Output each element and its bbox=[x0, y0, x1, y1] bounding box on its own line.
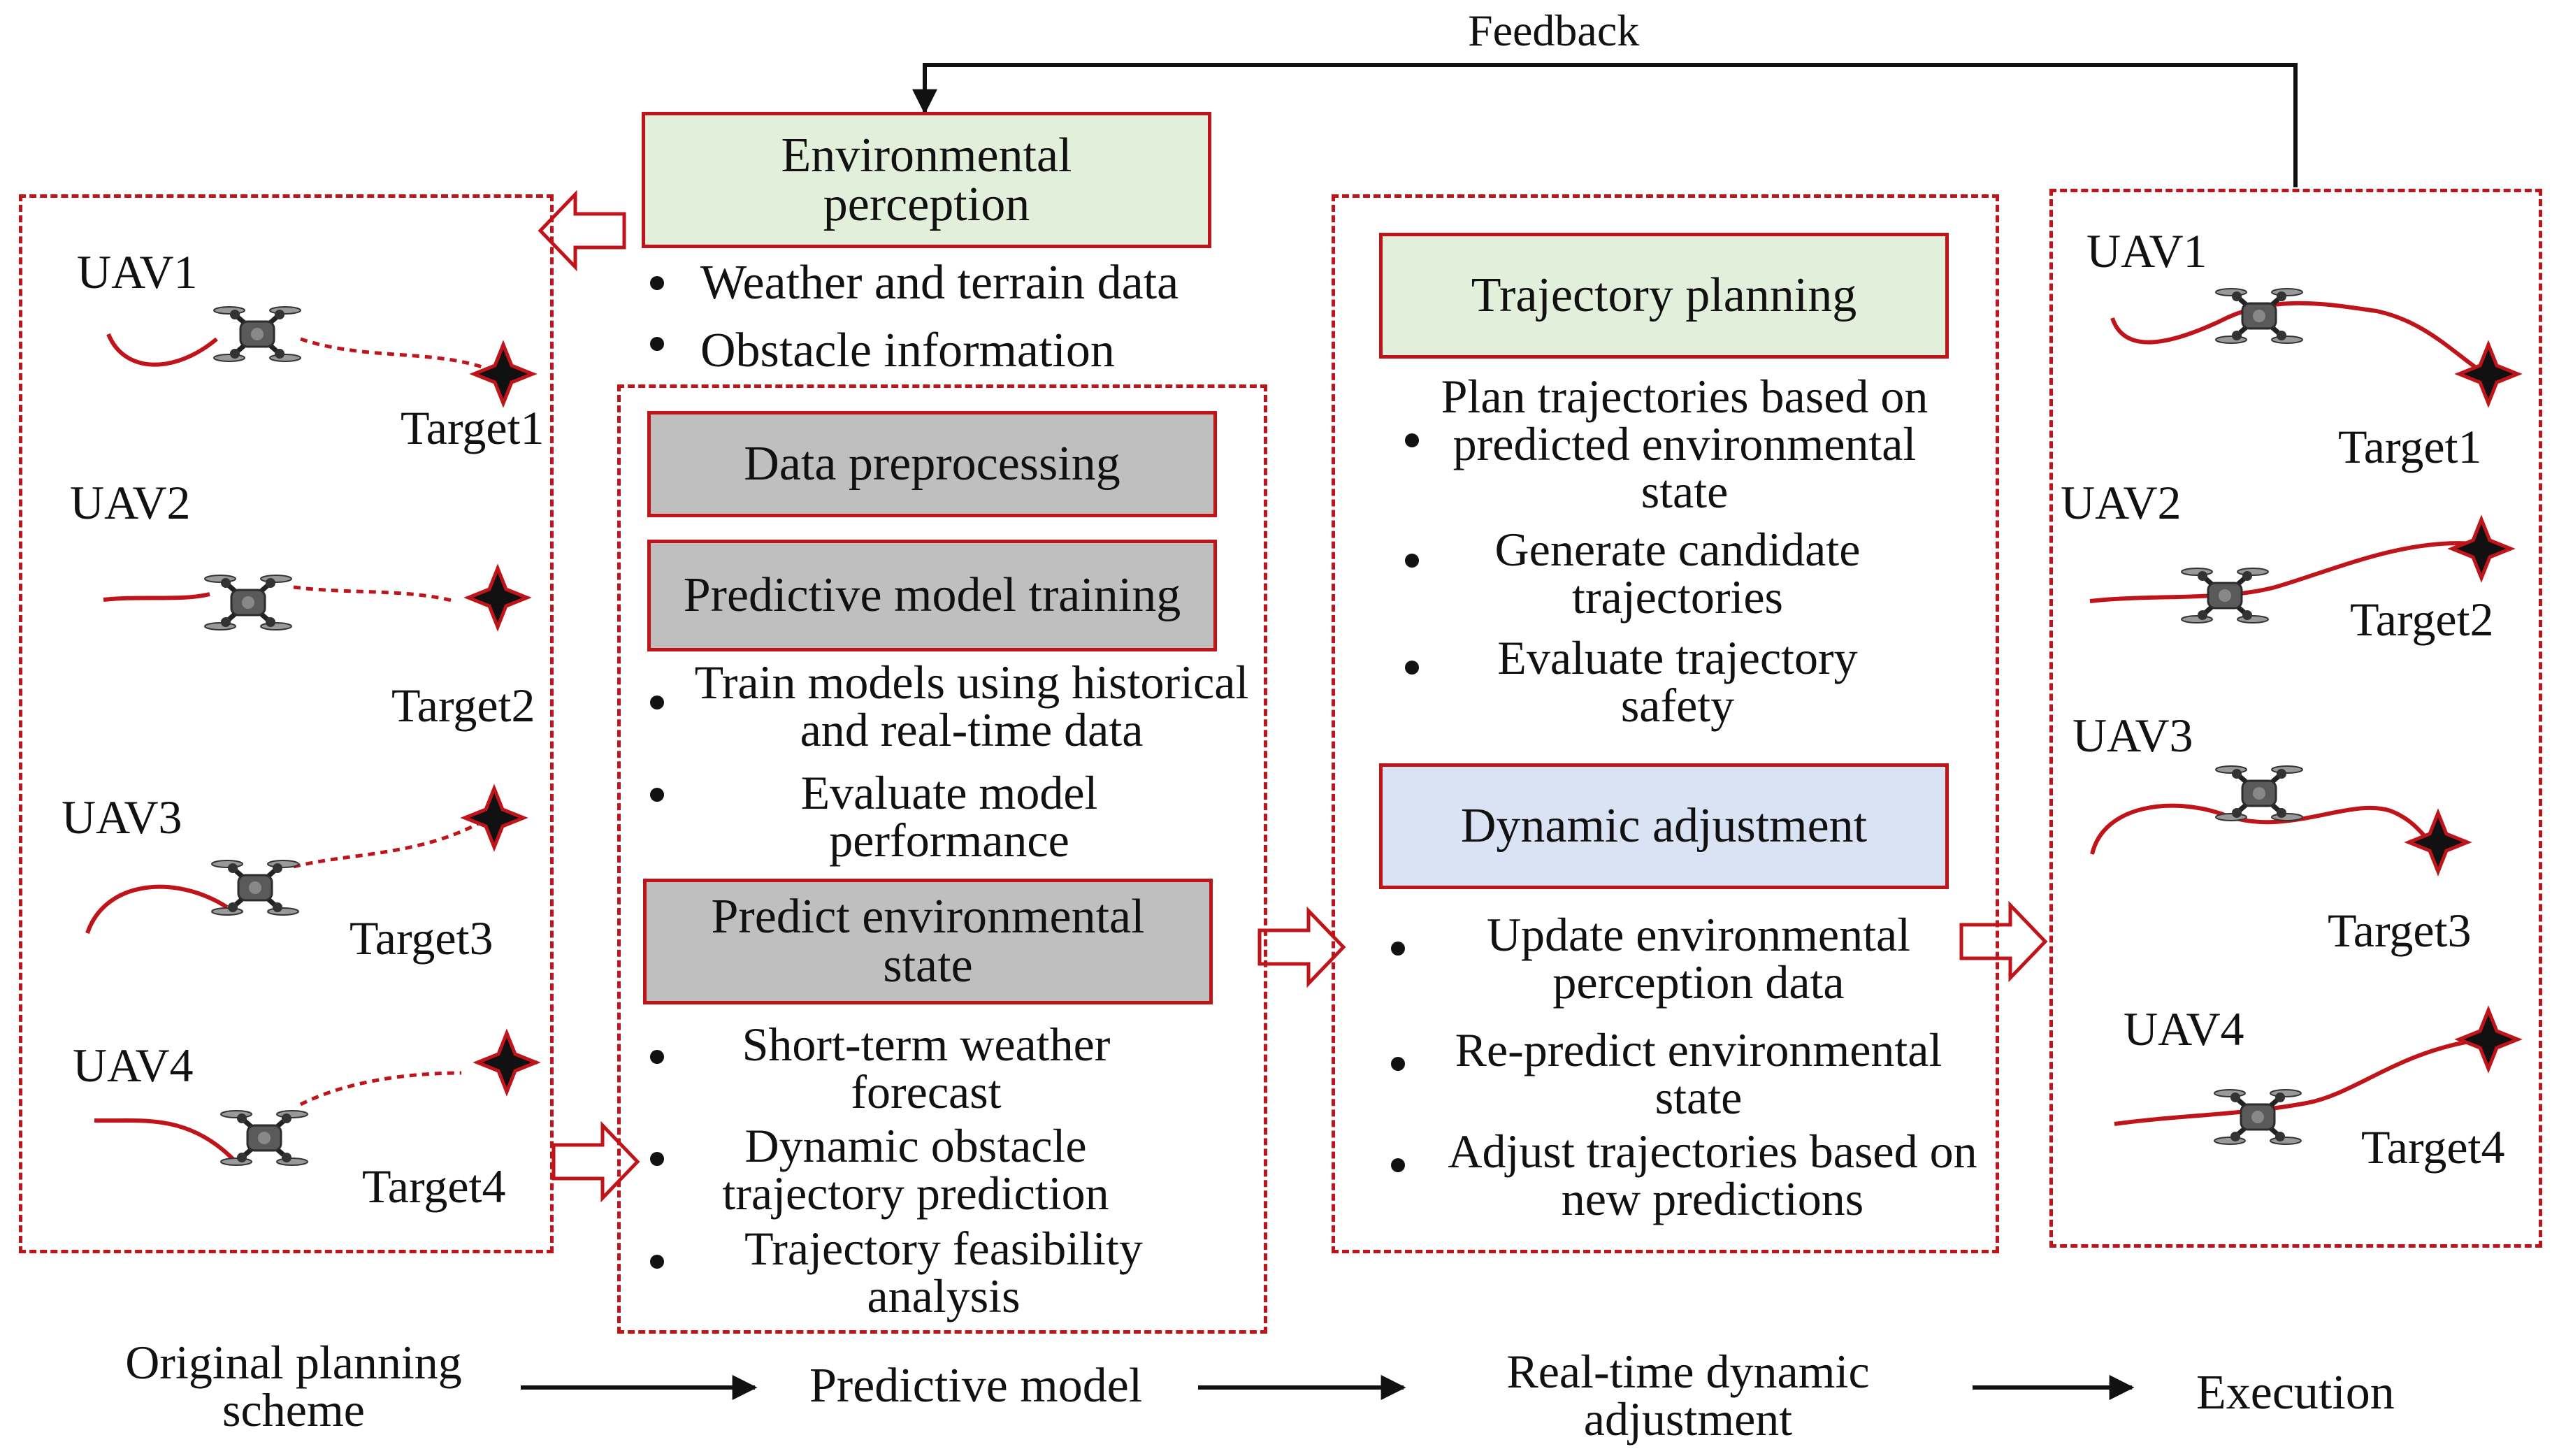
right-uav1-scene bbox=[2110, 289, 2518, 403]
trajectory-planning-title: Trajectory planning bbox=[1471, 268, 1857, 322]
realtime-adjustment-panel bbox=[1332, 194, 1999, 1253]
predictive-model-panel bbox=[617, 384, 1267, 1334]
left-uav2-label: UAV2 bbox=[70, 476, 191, 529]
train-bullet-1-text: Train models using historical and real-t… bbox=[694, 656, 1249, 756]
left-uav1-scene bbox=[106, 307, 533, 403]
predict-state-box: Predict environmental state bbox=[643, 879, 1213, 1004]
left-uav3-scene bbox=[85, 788, 524, 934]
env-bullet-2-text: Obstacle information bbox=[700, 324, 1115, 377]
model-training-box: Predictive model training bbox=[647, 540, 1217, 651]
right-uav2-scene bbox=[2089, 519, 2511, 623]
left-uav2-scene bbox=[103, 568, 527, 630]
left-target1-label: Target1 bbox=[401, 401, 545, 454]
adjust-bullet-1-text: Update environmental perception data bbox=[1486, 908, 1911, 1009]
feedback-loop-line bbox=[912, 63, 2298, 187]
right-uav1-label: UAV1 bbox=[2086, 224, 2207, 277]
predict-bullet-2-text: Dynamic obstacle trajectory prediction bbox=[722, 1119, 1109, 1220]
model-training-title: Predictive model training bbox=[683, 568, 1181, 622]
right-uav3-label: UAV3 bbox=[2072, 709, 2193, 762]
predict-bullet-1-text: Short-term weather forecast bbox=[742, 1018, 1111, 1118]
predict-state-title: Predict environmental state bbox=[711, 890, 1145, 993]
environmental-perception-box: Environmental perception bbox=[642, 112, 1211, 248]
right-target4-label: Target4 bbox=[2361, 1120, 2505, 1174]
train-bullet-2-text: Evaluate model performance bbox=[800, 766, 1098, 867]
environmental-perception-title: Environmental perception bbox=[781, 128, 1072, 231]
right-uav3-scene bbox=[2090, 766, 2467, 872]
feedback-label: Feedback bbox=[1468, 6, 1640, 55]
right-target1-label: Target1 bbox=[2338, 420, 2482, 473]
left-uav1-label: UAV1 bbox=[77, 245, 198, 298]
left-uav3-label: UAV3 bbox=[62, 791, 182, 844]
adjust-bullet-2-text: Re-predict environmental state bbox=[1455, 1023, 1942, 1124]
dynamic-adjustment-title: Dynamic adjustment bbox=[1460, 799, 1868, 853]
left-uav4-label: UAV4 bbox=[73, 1039, 194, 1092]
data-preprocessing-box: Data preprocessing bbox=[647, 411, 1217, 517]
left-target2-label: Target2 bbox=[391, 679, 535, 732]
stage-label-realtime: Real-time dynamic adjustment bbox=[1506, 1345, 1870, 1446]
bullet-env-2 bbox=[650, 337, 664, 351]
right-uav4-label: UAV4 bbox=[2124, 1002, 2244, 1055]
right-target3-label: Target3 bbox=[2328, 904, 2472, 957]
plan-bullet-1-text: Plan trajectories based on predicted env… bbox=[1441, 370, 1929, 518]
stage-label-predictive: Predictive model bbox=[809, 1359, 1143, 1413]
bullet-env-1 bbox=[650, 276, 664, 290]
right-uav2-label: UAV2 bbox=[2061, 476, 2182, 529]
predict-bullet-3-text: Trajectory feasibility analysis bbox=[744, 1222, 1143, 1322]
left-target3-label: Target3 bbox=[349, 911, 493, 965]
trajectory-planning-box: Trajectory planning bbox=[1379, 233, 1949, 359]
adjust-bullet-3-text: Adjust trajectories based on new predict… bbox=[1448, 1125, 1977, 1225]
stage-label-execution: Execution bbox=[2196, 1366, 2395, 1420]
left-target4-label: Target4 bbox=[362, 1160, 506, 1213]
arrow-predictive-to-realtime bbox=[1260, 911, 1343, 983]
stage-label-original: Original planning scheme bbox=[125, 1336, 462, 1436]
env-bullet-1-text: Weather and terrain data bbox=[700, 256, 1179, 310]
right-uav4-scene bbox=[2114, 1010, 2518, 1144]
execution-panel bbox=[2049, 189, 2542, 1248]
data-preprocessing-title: Data preprocessing bbox=[744, 437, 1120, 491]
plan-bullet-2-text: Generate candidate trajectories bbox=[1494, 523, 1861, 624]
original-plan-panel bbox=[19, 194, 554, 1253]
plan-bullet-3-text: Evaluate trajectory safety bbox=[1497, 631, 1858, 732]
dynamic-adjustment-box: Dynamic adjustment bbox=[1379, 763, 1949, 889]
right-target2-label: Target2 bbox=[2350, 593, 2494, 646]
left-uav4-scene bbox=[94, 1033, 536, 1165]
